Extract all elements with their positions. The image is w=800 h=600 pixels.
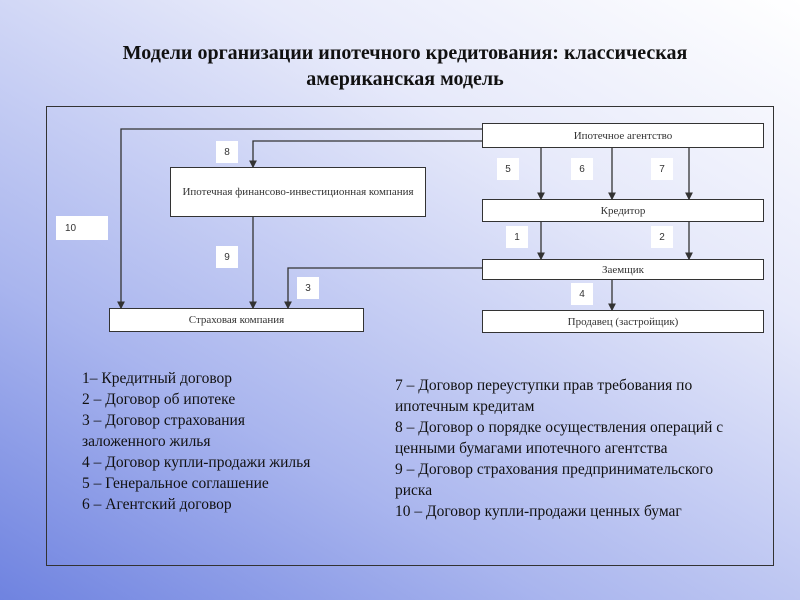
legend-item: 4 – Договор купли-продажи жилья — [82, 454, 311, 471]
arrow-8 — [249, 137, 489, 169]
arrow-3 — [284, 264, 489, 310]
label-3: 3 — [297, 277, 319, 299]
label-6: 6 — [571, 158, 593, 180]
label-7: 7 — [651, 158, 673, 180]
diagram-frame — [46, 106, 774, 566]
legend-item: 10 – Договор купли-продажи ценных бумаг — [395, 503, 682, 520]
arrow-10 — [117, 125, 489, 310]
insurance-company-box: Страховая компания — [109, 308, 364, 332]
label-8: 8 — [216, 141, 238, 163]
legend-item: 8 – Договор о порядке осуществления опер… — [395, 419, 724, 457]
label-5: 5 — [497, 158, 519, 180]
label-10: 10 — [56, 216, 108, 240]
legend-item: 3 – Договор страхования заложенного жиль… — [82, 412, 245, 450]
label-9: 9 — [216, 246, 238, 268]
label-4: 4 — [571, 283, 593, 305]
legend-item: 7 – Договор переуступки прав требования … — [395, 377, 693, 415]
legend-item: 1– Кредитный договор — [82, 370, 233, 387]
legend-item: 6 – Агентский договор — [82, 496, 232, 513]
legend-item: 9 – Договор страхования предпринимательс… — [395, 461, 714, 499]
label-2: 2 — [651, 226, 673, 248]
seller-box: Продавец (застройщик) — [482, 310, 764, 333]
label-1: 1 — [506, 226, 528, 248]
slide-title: Модели организации ипотечного кредитован… — [122, 42, 688, 90]
ific-box: Ипотечная финансово-инвестиционная компа… — [170, 167, 426, 217]
creditor-box: Кредитор — [482, 199, 764, 222]
legend-left: 1– Кредитный договор 2 – Договор об ипот… — [82, 368, 382, 515]
borrower-box: Заемщик — [482, 259, 764, 280]
mortgage-agency-box: Ипотечное агентство — [482, 123, 764, 148]
legend-right: 7 – Договор переуступки прав требования … — [395, 375, 770, 522]
legend-item: 2 – Договор об ипотеке — [82, 391, 236, 408]
legend-item: 5 – Генеральное соглашение — [82, 475, 269, 492]
